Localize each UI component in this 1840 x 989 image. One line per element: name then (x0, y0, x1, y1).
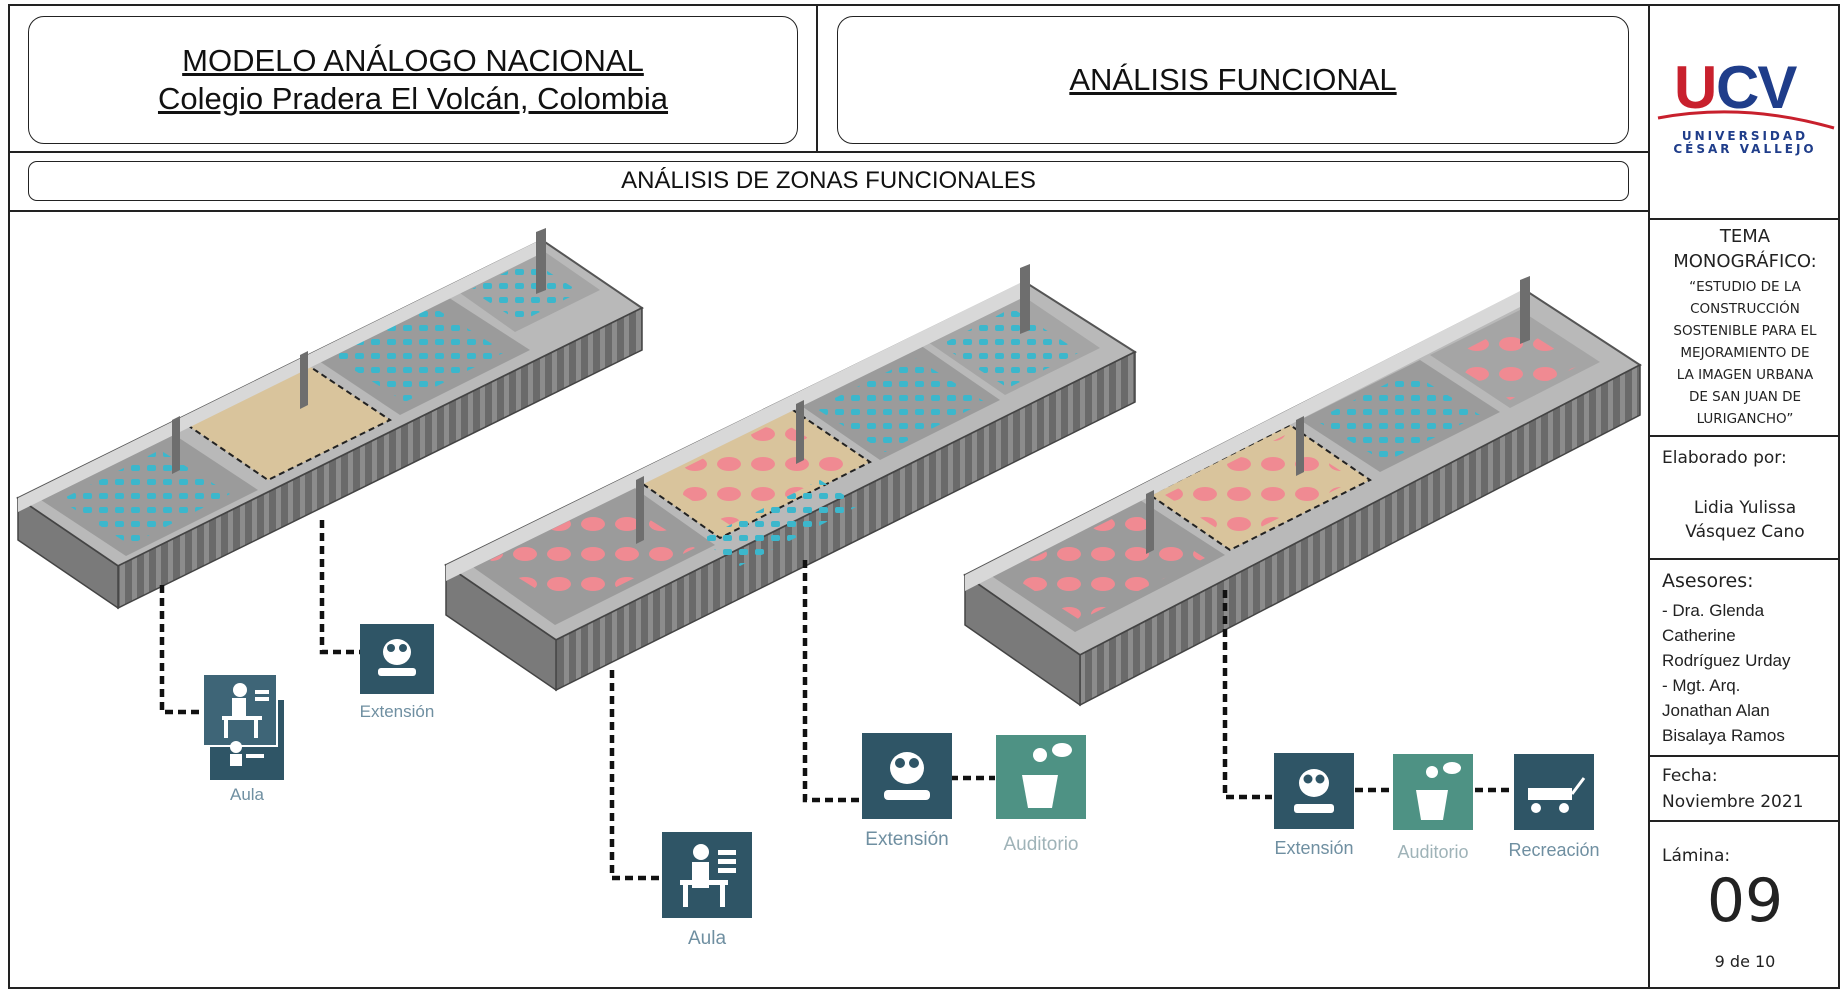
zone-connectors (159, 520, 1513, 881)
tema-line: LA IMAGEN URBANA (1676, 367, 1814, 383)
tema-line: LURIGANCHO” (1696, 411, 1794, 427)
tema-line: DE SAN JUAN DE (1688, 389, 1802, 405)
subheader-divider (8, 210, 1650, 212)
label-aula-1: Aula (229, 785, 265, 804)
tema-heading-2: MONOGRÁFICO: (1673, 251, 1817, 272)
title-box: MODELO ANÁLOGO NACIONAL Colegio Pradera … (28, 16, 798, 144)
owl-book-icon (862, 733, 952, 819)
author-block: Lidia Yulissa Vásquez Cano (1652, 496, 1838, 544)
sub-title-bar: ANÁLISIS DE ZONAS FUNCIONALES (28, 161, 1629, 201)
owl-book-icon (1274, 753, 1354, 829)
sub-title: ANÁLISIS DE ZONAS FUNCIONALES (621, 167, 1036, 194)
fecha-label: Fecha: (1662, 766, 1718, 786)
svg-text:U: U (1674, 58, 1715, 121)
tema-text: “ESTUDIO DE LA CONSTRUCCIÓN SOSTENIBLE P… (1652, 276, 1838, 430)
logo-line-2: CÉSAR VALLEJO (1673, 142, 1817, 156)
asesor-line: Jonathan Alan (1662, 701, 1770, 720)
asesor-line: Rodríguez Urday (1662, 651, 1791, 670)
label-auditorio-3: Auditorio (1397, 842, 1469, 862)
elaborado-label: Elaborado por: (1662, 448, 1787, 468)
sidebar-divider-5 (1650, 820, 1840, 822)
label-extension-2: Extensión (865, 829, 949, 850)
building-1-model (16, 228, 644, 610)
sidebar-divider-1 (1650, 218, 1840, 220)
tema-line: MEJORAMIENTO DE (1680, 345, 1810, 361)
tema-block: TEMA MONOGRÁFICO: “ESTUDIO DE LA CONSTRU… (1652, 224, 1838, 430)
title-line-2: Colegio Pradera El Volcán, Colombia (157, 81, 669, 116)
header-divider (8, 151, 1650, 153)
svg-text:CV: CV (1716, 58, 1797, 121)
building-2-model (444, 264, 1138, 692)
label-extension-3: Extensión (1274, 838, 1354, 858)
sheet-frame (8, 4, 1840, 989)
title-line-1: MODELO ANÁLOGO NACIONAL (182, 43, 644, 78)
label-extension-1: Extensión (359, 702, 435, 721)
sidebar-divider-4 (1650, 755, 1840, 757)
asesor-line: Bisalaya Ramos (1662, 726, 1785, 745)
lamina-label: Lámina: (1662, 846, 1731, 866)
ucv-logo: U CV UNIVERSIDAD CÉSAR VALLEJO (1652, 54, 1838, 168)
ucv-logo-mark: U CV (1657, 54, 1835, 130)
section-title-box: ANÁLISIS FUNCIONAL (837, 16, 1629, 144)
lamina-pages: 9 de 10 (1714, 952, 1776, 971)
header-split (816, 4, 818, 151)
lamina-number: 09 (1706, 866, 1784, 936)
logo-line-1: UNIVERSIDAD (1681, 129, 1809, 143)
wagon-cart-icon (1514, 754, 1594, 830)
tema-line: SOSTENIBLE PARA EL (1673, 323, 1817, 339)
building-3-model (963, 276, 1642, 707)
lectern-speaker-icon (1393, 754, 1473, 830)
fecha-value: Noviembre 2021 (1662, 792, 1804, 812)
functional-zones-diagram (16, 228, 1642, 918)
tema-line: “ESTUDIO DE LA (1689, 279, 1801, 295)
owl-book-icon (360, 624, 434, 694)
asesor-line: - Mgt. Arq. (1662, 676, 1741, 695)
lectern-speaker-icon (996, 735, 1086, 819)
sidebar-divider-3 (1650, 558, 1840, 560)
desk-student-icon (202, 673, 284, 780)
sidebar-divider (1648, 4, 1650, 989)
label-auditorio-2: Auditorio (1003, 834, 1079, 855)
desk-student-icon (662, 832, 752, 918)
section-title: ANÁLISIS FUNCIONAL (1069, 62, 1397, 97)
asesor-line: - Dra. Glenda (1662, 601, 1765, 620)
author-line-1: Lidia Yulissa (1693, 498, 1797, 518)
label-aula-2: Aula (687, 928, 727, 949)
asesores-block: - Dra. Glenda Catherine Rodríguez Urday … (1662, 598, 1791, 748)
tema-line: CONSTRUCCIÓN (1690, 301, 1800, 317)
author-line-2: Vásquez Cano (1685, 522, 1805, 542)
label-recreacion-3: Recreación (1508, 840, 1600, 860)
sidebar-divider-2 (1650, 435, 1840, 437)
asesor-line: Catherine (1662, 626, 1736, 645)
tema-heading-1: TEMA (1719, 226, 1771, 247)
asesores-label: Asesores: (1662, 570, 1754, 592)
